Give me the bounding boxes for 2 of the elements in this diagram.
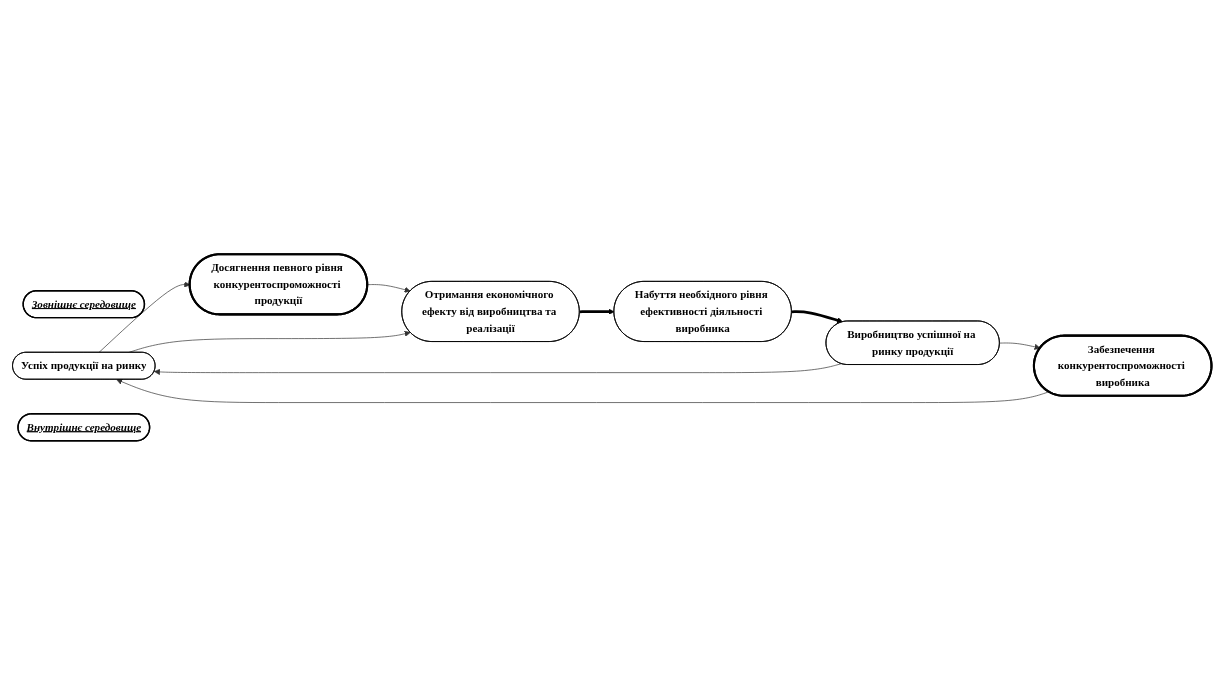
arrow bbox=[791, 310, 844, 324]
arrow bbox=[579, 308, 615, 315]
